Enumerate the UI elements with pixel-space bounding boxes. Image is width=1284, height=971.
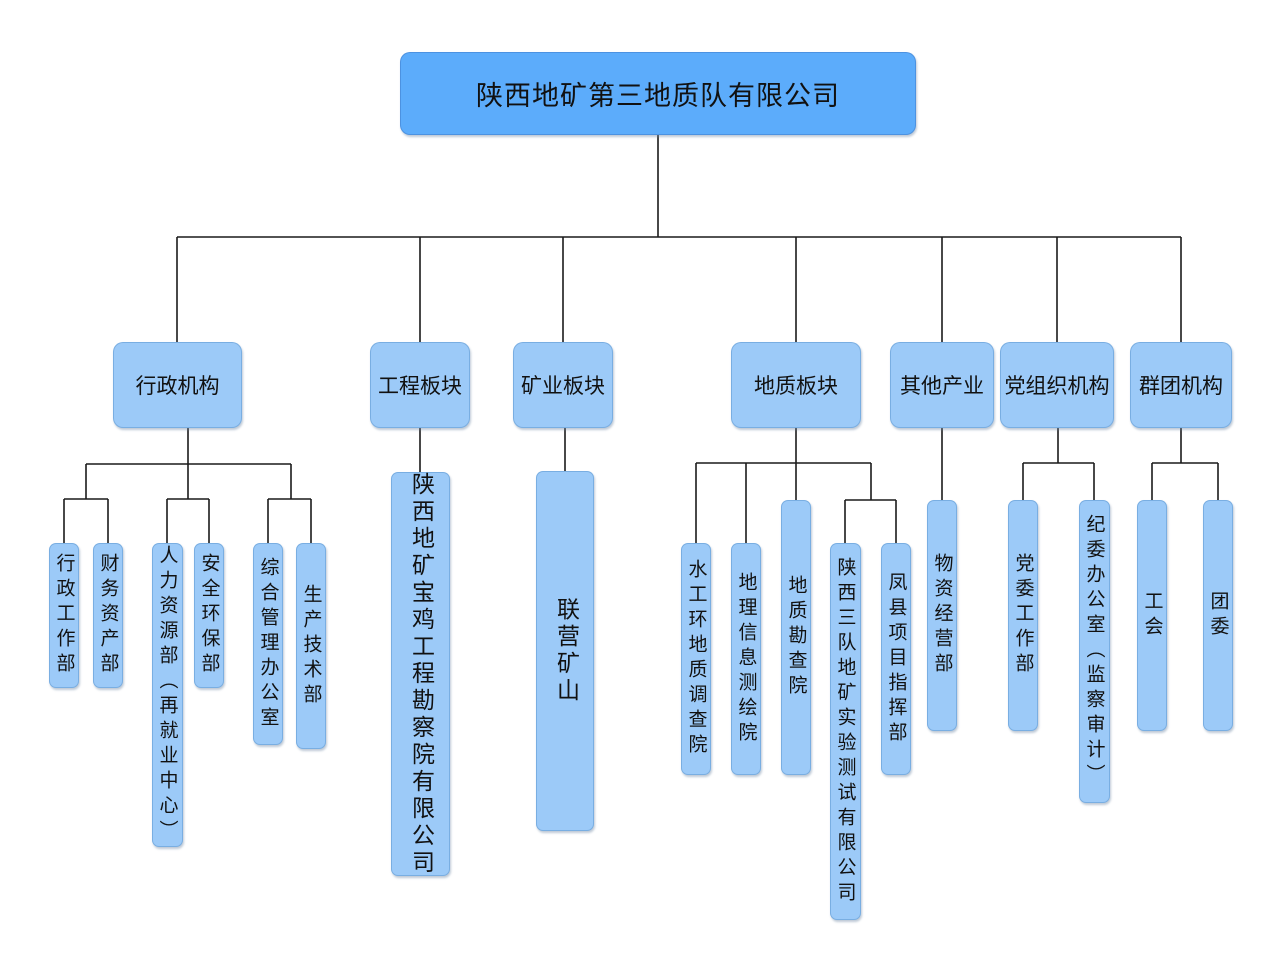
leaf-label-admin-1: 财务资产部 <box>97 553 120 678</box>
leaf-label-geology-1: 地理信息测绘院 <box>735 571 758 747</box>
leaf-label-party-1: 纪委办公室（监察审计） <box>1083 514 1106 789</box>
leaf-box-geology-0: 水工环地质调查院 <box>681 543 711 775</box>
leaf-box-other-industry-0: 物资经营部 <box>927 500 957 731</box>
leaf-label-mass-org-0: 工会 <box>1141 590 1164 641</box>
leaf-label-mining-0: 联营矿山 <box>552 597 579 705</box>
leaf-box-engineering-0: 陕西地矿宝鸡工程勘察院有限公司 <box>390 471 450 877</box>
group-label-engineering: 工程板块 <box>378 374 462 398</box>
leaf-box-admin-0: 行政工作部 <box>49 543 79 688</box>
group-box-admin: 行政机构 <box>113 342 242 428</box>
leaf-box-geology-3: 陕西三队地矿实验测试有限公司 <box>829 543 861 920</box>
leaf-label-party-0: 党委工作部 <box>1012 553 1035 678</box>
leaf-box-mass-org-1: 团委 <box>1203 500 1233 731</box>
group-label-mass-org: 群团机构 <box>1139 374 1223 398</box>
group-label-admin: 行政机构 <box>135 374 220 398</box>
org-root-box: 陕西地矿第三地质队有限公司 <box>400 52 916 135</box>
org-root-label: 陕西地矿第三地质队有限公司 <box>476 81 840 112</box>
leaf-label-other-industry-0: 物资经营部 <box>931 553 954 678</box>
group-box-mass-org: 群团机构 <box>1130 342 1232 428</box>
leaf-box-mining-0: 联营矿山 <box>536 471 594 831</box>
leaf-label-admin-3: 安全环保部 <box>198 553 221 678</box>
leaf-label-geology-4: 凤县项目指挥部 <box>885 571 908 747</box>
leaf-box-party-0: 党委工作部 <box>1008 500 1038 731</box>
leaf-box-admin-2: 人力资源部（再就业中心） <box>151 543 183 847</box>
group-label-other-industry: 其他产业 <box>900 374 984 398</box>
leaf-label-geology-2: 地质勘查院 <box>785 575 808 700</box>
leaf-box-admin-1: 财务资产部 <box>93 543 123 688</box>
group-label-party: 党组织机构 <box>1004 374 1110 398</box>
group-box-party: 党组织机构 <box>1000 342 1114 428</box>
group-box-geology: 地质板块 <box>731 342 861 428</box>
leaf-box-party-1: 纪委办公室（监察审计） <box>1078 500 1110 803</box>
leaf-box-geology-4: 凤县项目指挥部 <box>881 543 911 775</box>
leaf-label-admin-4: 综合管理办公室 <box>257 556 280 732</box>
leaf-label-mass-org-1: 团委 <box>1207 590 1230 641</box>
leaf-box-admin-3: 安全环保部 <box>194 543 224 688</box>
leaf-box-geology-2: 地质勘查院 <box>781 500 811 775</box>
leaf-box-mass-org-0: 工会 <box>1137 500 1167 731</box>
leaf-box-admin-5: 生产技术部 <box>296 543 326 749</box>
group-box-other-industry: 其他产业 <box>890 342 994 428</box>
leaf-label-admin-0: 行政工作部 <box>53 553 76 678</box>
leaf-label-geology-3: 陕西三队地矿实验测试有限公司 <box>834 556 857 907</box>
group-box-engineering: 工程板块 <box>370 342 470 428</box>
leaf-label-engineering-0: 陕西地矿宝鸡工程勘察院有限公司 <box>407 471 434 877</box>
leaf-box-admin-4: 综合管理办公室 <box>253 543 283 745</box>
leaf-label-geology-0: 水工环地质调查院 <box>685 559 708 759</box>
leaf-label-admin-2: 人力资源部（再就业中心） <box>156 545 179 845</box>
leaf-label-admin-5: 生产技术部 <box>300 583 323 709</box>
leaf-box-geology-1: 地理信息测绘院 <box>731 543 761 775</box>
group-label-geology: 地质板块 <box>754 374 838 398</box>
group-box-mining: 矿业板块 <box>513 342 613 428</box>
group-label-mining: 矿业板块 <box>521 374 605 398</box>
